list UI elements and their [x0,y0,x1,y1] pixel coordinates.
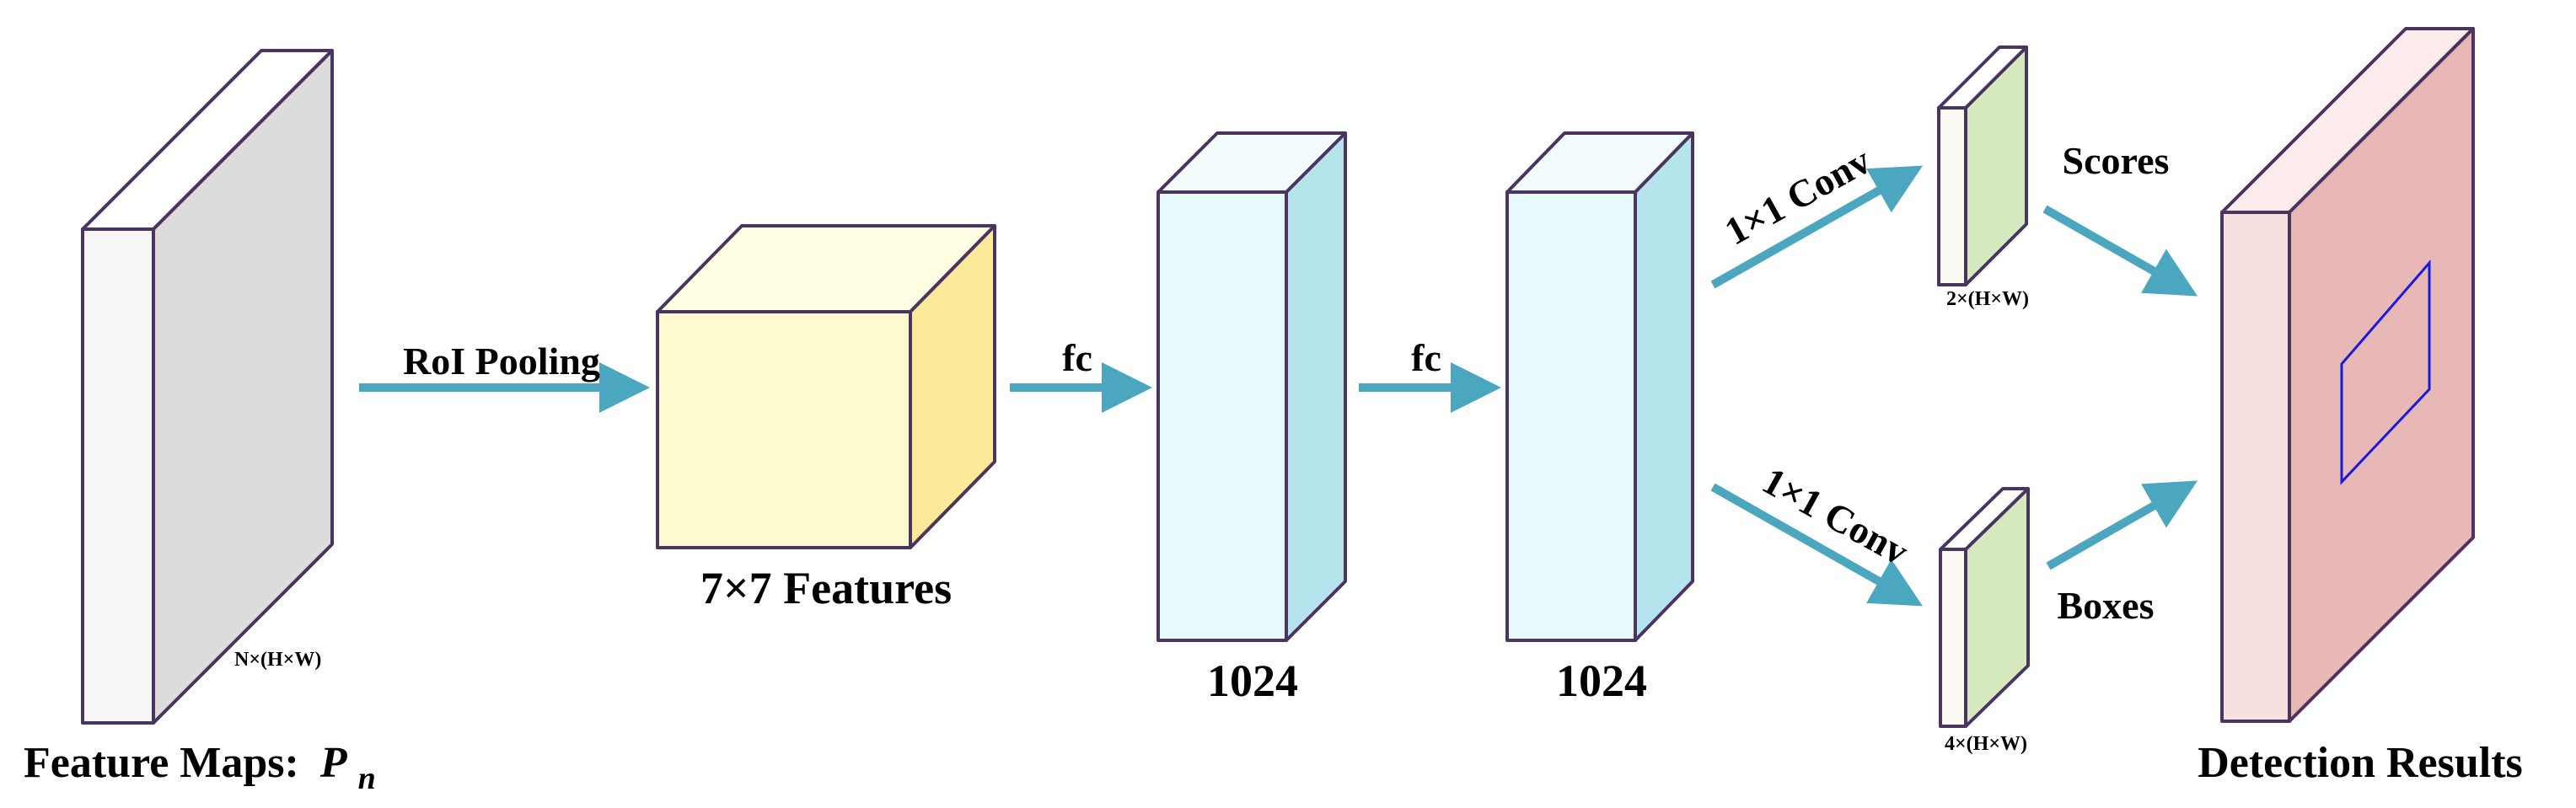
results-front-face [2220,211,2291,723]
boxes-dims-label: 4×(H×W) [1945,733,2027,755]
feature-maps-title: Feature Maps: P n [24,739,376,796]
conv-top-arrow [1710,165,1924,289]
pooled-front-face [656,310,912,549]
scores-label: Scores [2063,139,2170,182]
feature-maps-front-face [81,227,155,725]
boxes-block [1939,487,2030,728]
scores-block [1937,45,2028,286]
detection-results-block [2220,27,2475,723]
fc2-side-face [1634,131,1694,642]
fc1-block [1157,131,1347,642]
feature-maps-block [81,49,334,725]
feature-maps-symbol: P [319,739,348,787]
feature-maps-title-text: Feature Maps: [24,739,299,787]
boxes-front-face [1939,548,1967,728]
fc1-size-label: 1024 [1207,655,1298,706]
roi-pooling-label: RoI Pooling [403,340,600,383]
scores-to-results-arrow [2042,205,2198,297]
fc2-block [1505,131,1694,642]
boxes-to-results-arrow [2046,480,2198,570]
boxes-label: Boxes [2058,584,2155,627]
fc1-side-face [1285,131,1347,642]
fc1-label: fc [1062,336,1092,379]
scores-dims-label: 2×(H×W) [1946,288,2029,310]
fc2-label: fc [1411,336,1441,379]
detection-results-title: Detection Results [2198,739,2523,787]
fc1-front-face [1157,190,1288,642]
fc2-front-face [1505,190,1637,642]
conv-bottom-arrow [1710,483,1924,607]
scores-front-face [1937,106,1967,286]
detection-bounding-box [2340,259,2431,485]
feature-maps-subscript: n [358,761,376,796]
pooled-features-label: 7×7 Features [700,563,952,613]
pooled-features-cube [656,224,996,549]
fc2-size-label: 1024 [1556,655,1647,706]
feature-maps-dims-label: N×(H×W) [234,649,321,671]
